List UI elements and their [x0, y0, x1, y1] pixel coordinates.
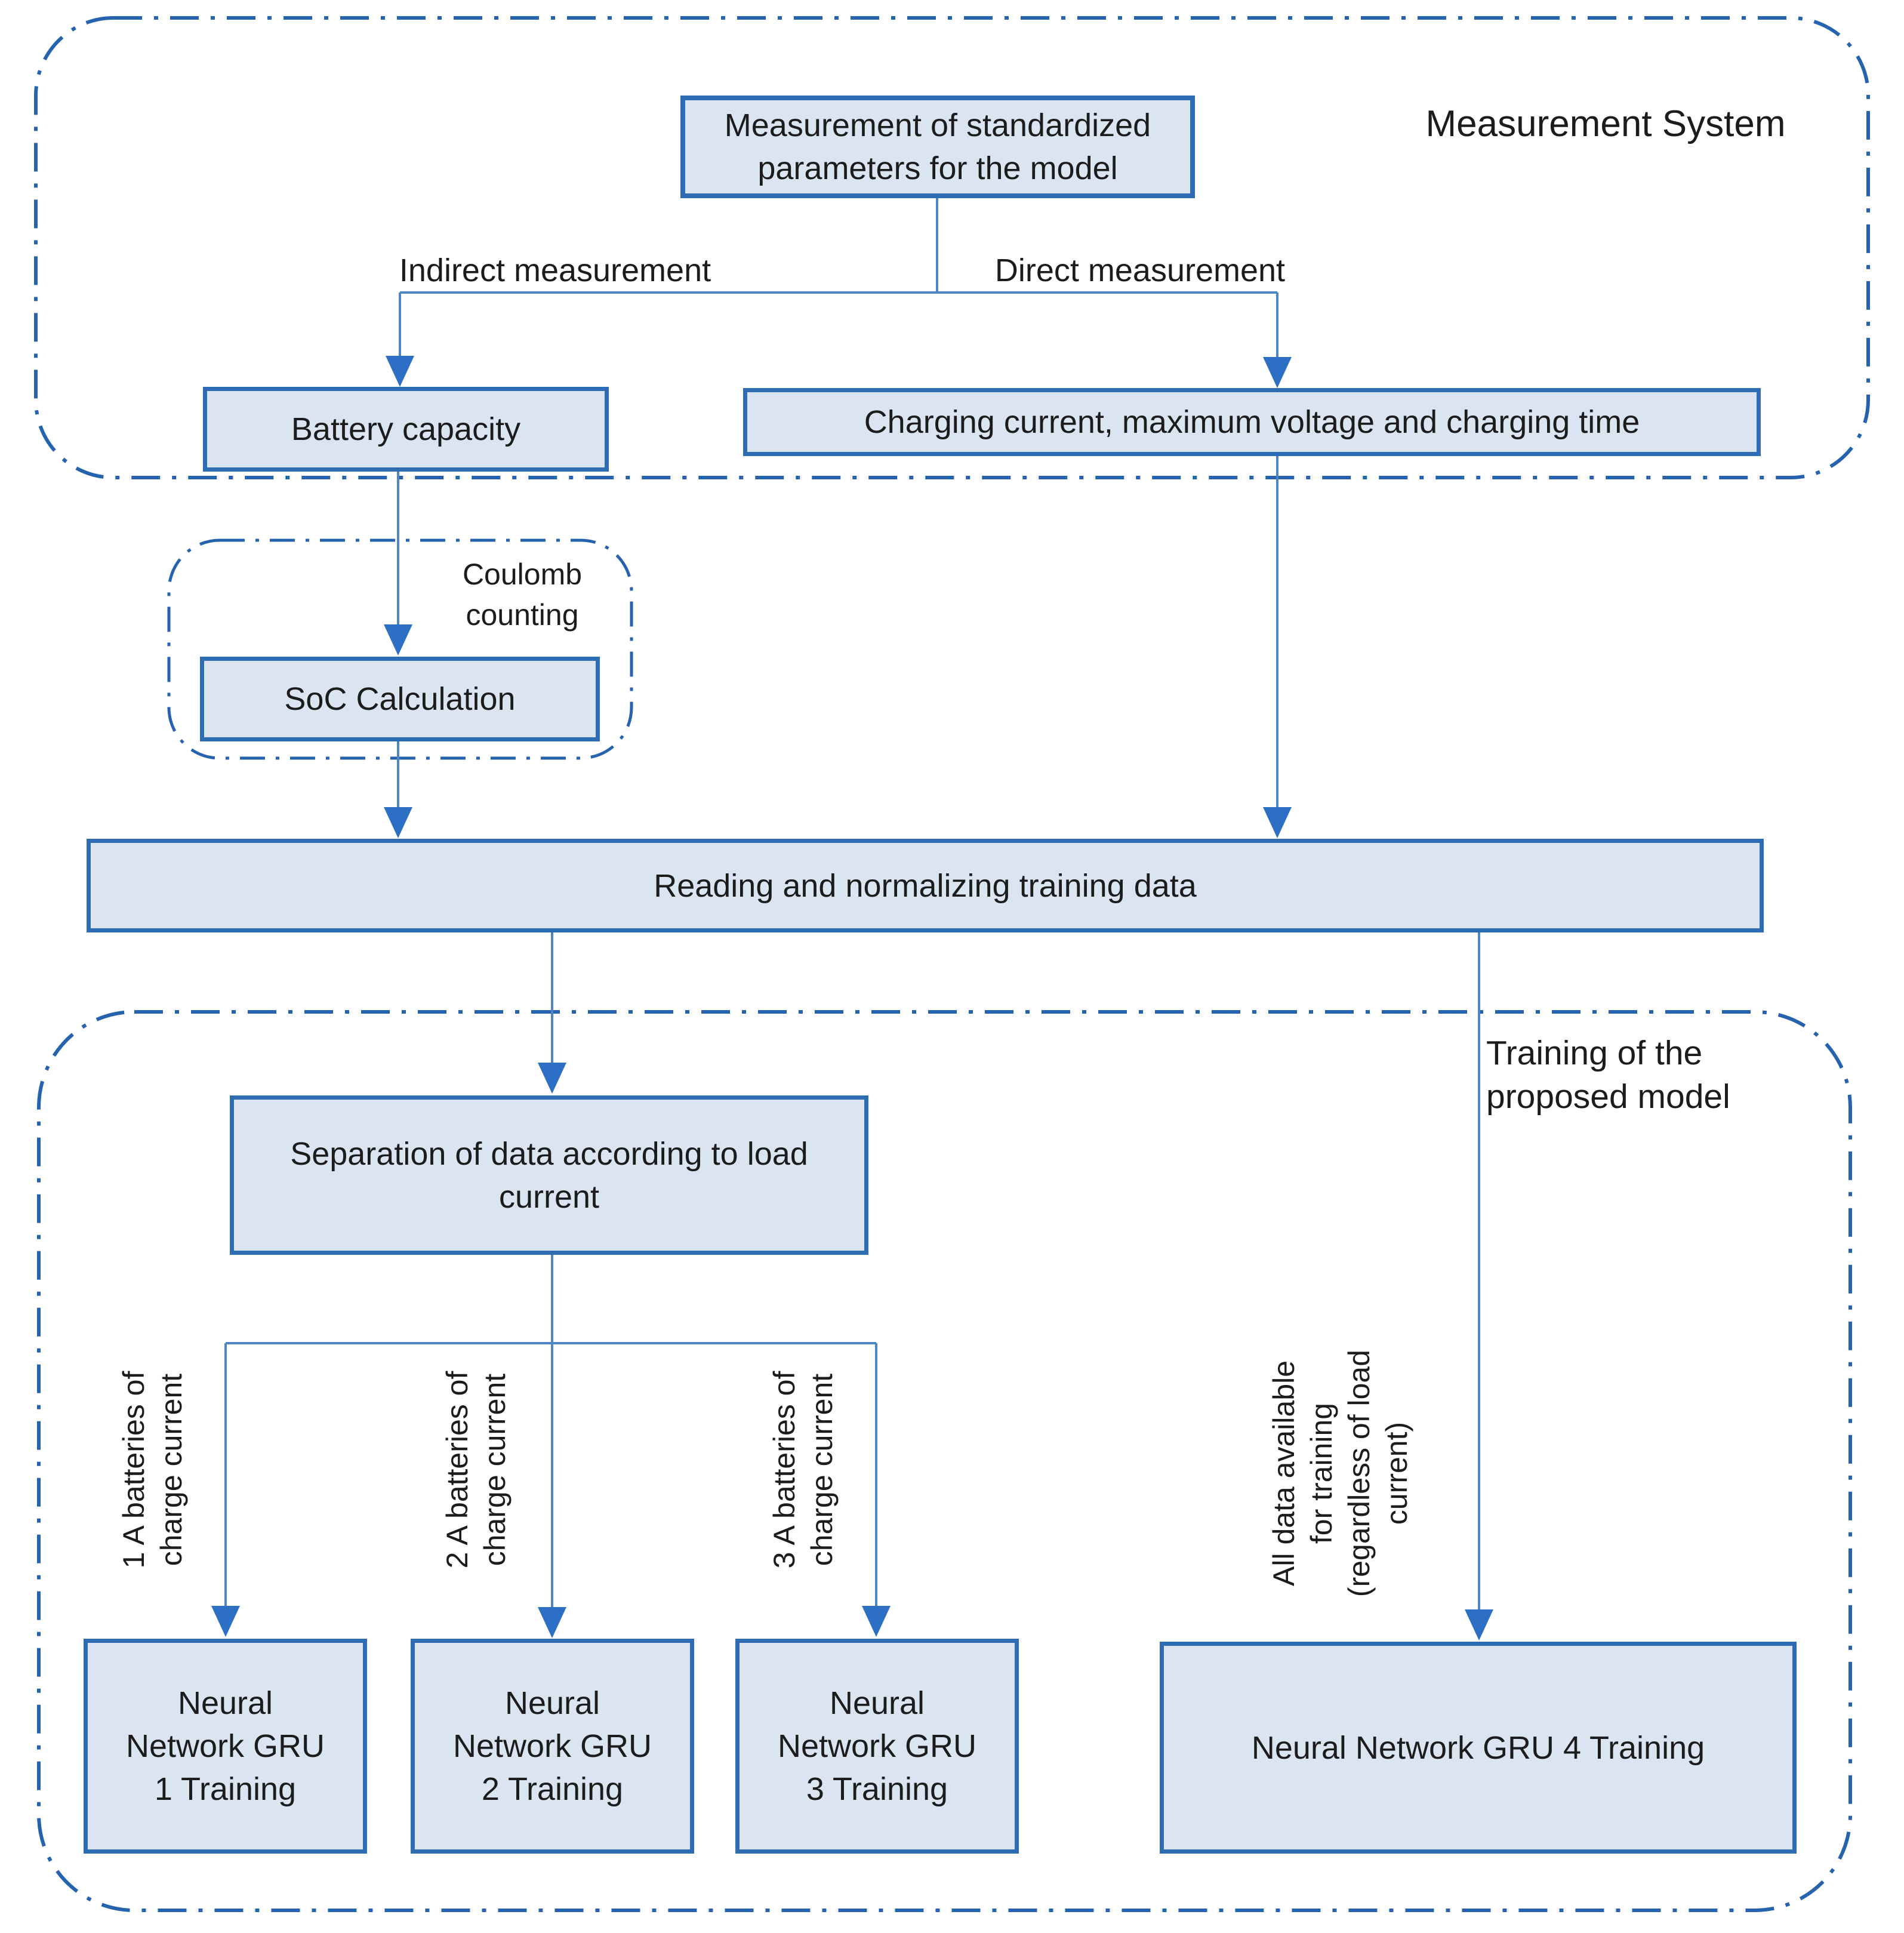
node-separation-of-data: Separation of data according to load cur… — [230, 1095, 868, 1255]
node-charging-current: Charging current, maximum voltage and ch… — [743, 388, 1761, 456]
node-battery-capacity: Battery capacity — [203, 387, 609, 472]
node-gru1-training: Neural Network GRU 1 Training — [84, 1639, 367, 1854]
coulomb-counting-label: Coulomb counting — [462, 558, 583, 632]
branch-label-1a: 1 A batteries of charge current — [117, 1371, 188, 1569]
flow-edges — [224, 198, 1480, 1611]
node-gru2-training: Neural Network GRU 2 Training — [411, 1639, 694, 1854]
node-measure-standardized-parameters: Measurement of standardized parameters f… — [680, 96, 1195, 198]
indirect-measurement-label: Indirect measurement — [399, 253, 711, 288]
measurement-system-container-border — [34, 16, 1870, 479]
node-gru3-training: Neural Network GRU 3 Training — [735, 1639, 1019, 1854]
node-reading-normalizing: Reading and normalizing training data — [87, 839, 1764, 932]
branch-label-2a: 2 A batteries of charge current — [440, 1371, 512, 1569]
branch-label-all-data: All data available for training (regardl… — [1267, 1349, 1413, 1598]
coulomb-container-border — [167, 538, 633, 760]
measurement-system-label: Measurement System — [1425, 103, 1786, 144]
node-soc-calculation: SoC Calculation — [200, 657, 600, 741]
branch-label-3a: 3 A batteries of charge current — [768, 1371, 839, 1569]
training-container-border — [37, 1010, 1852, 1912]
direct-measurement-label: Direct measurement — [994, 253, 1286, 288]
node-gru4-training: Neural Network GRU 4 Training — [1160, 1642, 1797, 1854]
training-container-label: Training of the proposed model — [1486, 1034, 1730, 1116]
flow-arrowheads — [211, 356, 1493, 1640]
